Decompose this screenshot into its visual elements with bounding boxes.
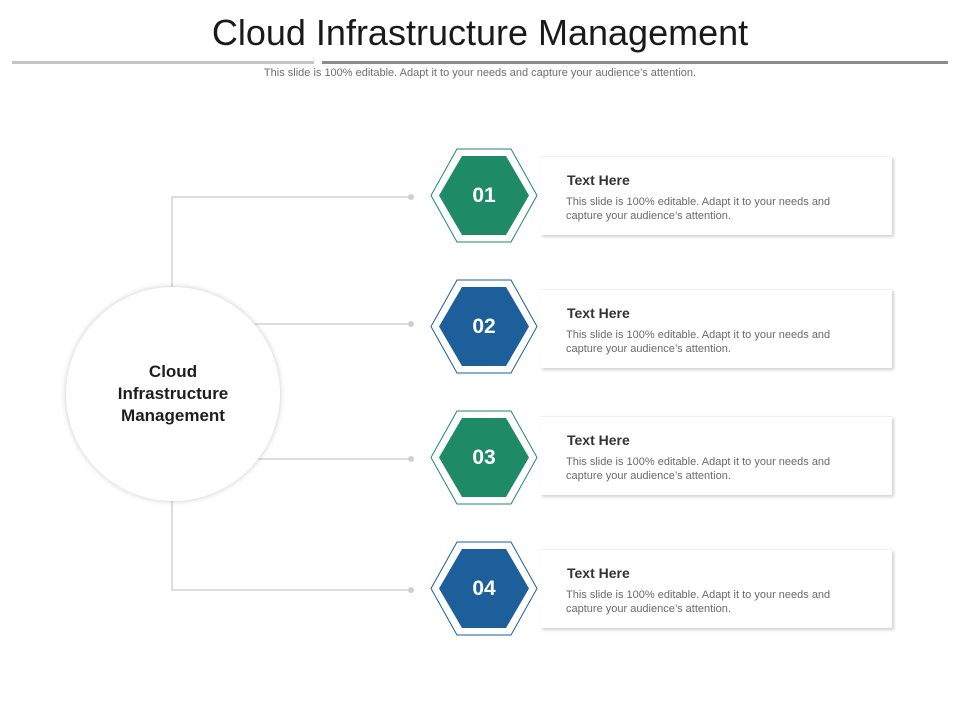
step-heading: Text Here — [567, 172, 630, 188]
connector-04 — [171, 498, 410, 591]
connector-dot-02 — [408, 321, 414, 327]
connector-dot-04 — [408, 587, 414, 593]
hexagon-03: 03 — [430, 410, 538, 505]
connector-dot-01 — [408, 194, 414, 200]
hexagon-04: 04 — [430, 541, 538, 636]
step-heading: Text Here — [567, 432, 630, 448]
step-number: 03 — [472, 445, 496, 469]
hub-label: Cloud Infrastructure Management — [117, 362, 229, 425]
connector-dot-03 — [408, 456, 414, 462]
step-description: This slide is 100% editable. Adapt it to… — [566, 329, 831, 355]
step-heading: Text Here — [567, 305, 630, 321]
hexagon-01: 01 — [430, 148, 538, 243]
step-description: This slide is 100% editable. Adapt it to… — [566, 589, 831, 615]
slide-title: Cloud Infrastructure Management — [211, 12, 749, 53]
step-heading: Text Here — [567, 565, 630, 581]
title-underline-right — [322, 61, 948, 64]
step-02: 02 Text Here This slide is 100% editable… — [0, 279, 960, 379]
step-description: This slide is 100% editable. Adapt it to… — [566, 456, 831, 482]
step-01: 01 Text Here This slide is 100% editable… — [0, 148, 960, 248]
step-card-02: Text Here This slide is 100% editable. A… — [540, 289, 892, 368]
step-number: 02 — [472, 314, 496, 338]
step-card-01: Text Here This slide is 100% editable. A… — [540, 156, 892, 235]
step-description: This slide is 100% editable. Adapt it to… — [566, 196, 831, 222]
connector-01 — [171, 196, 410, 290]
hexagon-02: 02 — [430, 279, 538, 374]
step-number: 04 — [472, 576, 496, 600]
step-03: 03 Text Here This slide is 100% editable… — [0, 410, 960, 510]
title-underline-left — [12, 61, 314, 64]
step-number: 01 — [472, 183, 496, 207]
hub-circle: Cloud Infrastructure Management — [66, 287, 280, 501]
step-card-04: Text Here This slide is 100% editable. A… — [540, 549, 892, 628]
step-card-03: Text Here This slide is 100% editable. A… — [540, 416, 892, 495]
slide-subtitle: This slide is 100% editable. Adapt it to… — [263, 67, 697, 79]
step-04: 04 Text Here This slide is 100% editable… — [0, 541, 960, 641]
